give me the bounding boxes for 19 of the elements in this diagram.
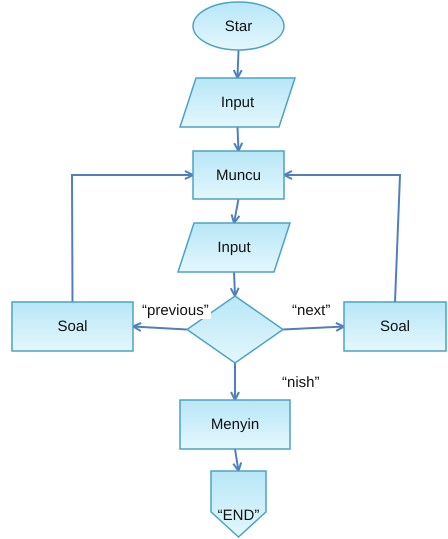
node-label: Input bbox=[217, 239, 251, 256]
node-label: Star bbox=[224, 18, 252, 34]
arrow bbox=[230, 198, 240, 224]
edge-label: “previous” bbox=[140, 302, 211, 319]
arrow bbox=[230, 272, 240, 297]
node-label: Menyin bbox=[210, 416, 260, 433]
node-label: Muncu bbox=[216, 166, 262, 184]
node-label: “END” bbox=[218, 506, 260, 524]
arrow bbox=[232, 50, 243, 79]
arrow bbox=[132, 322, 188, 332]
arrow bbox=[282, 322, 345, 332]
node-label: Input bbox=[220, 94, 254, 111]
arrow bbox=[283, 170, 402, 302]
node-label: Soal bbox=[380, 318, 410, 335]
arrow bbox=[232, 448, 242, 472]
arrow bbox=[230, 363, 240, 401]
arrow bbox=[71, 170, 194, 302]
node-label: Soal bbox=[57, 318, 88, 335]
arrow bbox=[233, 126, 244, 152]
